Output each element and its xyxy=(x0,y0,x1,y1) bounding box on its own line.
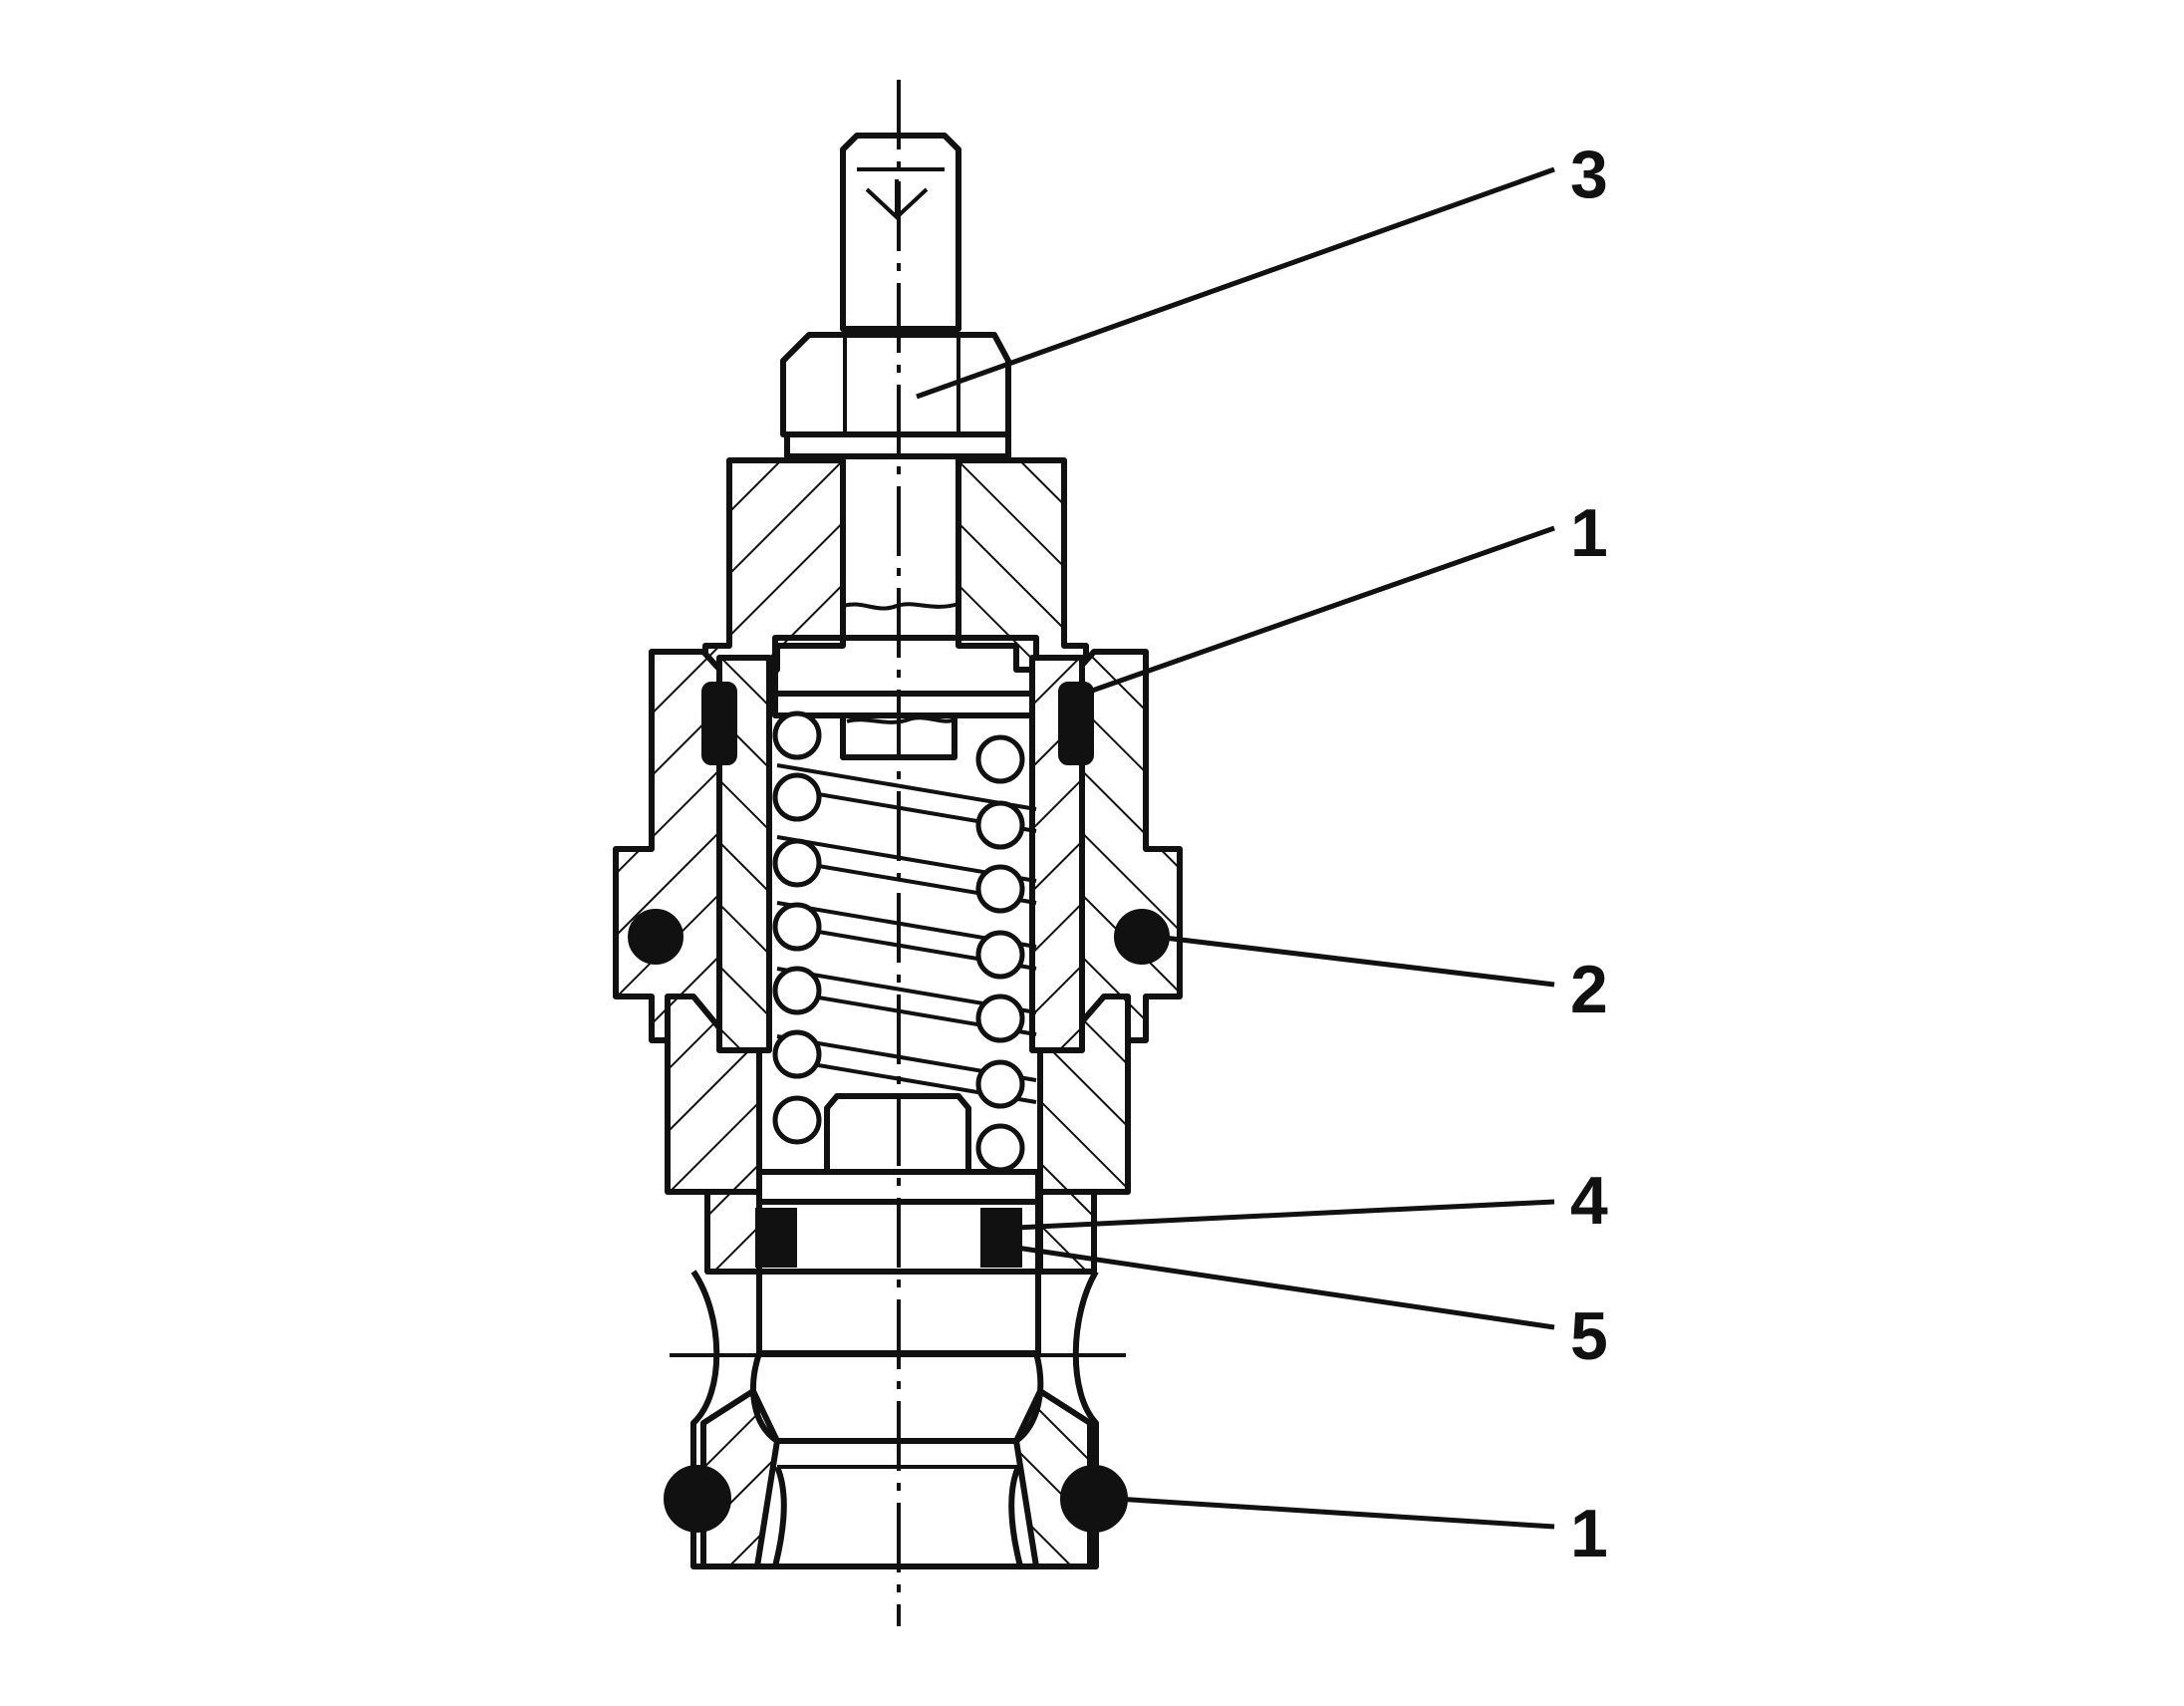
callout-4: 4 xyxy=(1570,1163,1608,1239)
seal-upper-left-icon xyxy=(701,682,737,765)
callout-3: 3 xyxy=(1570,137,1608,212)
callout-labels: 3 1 2 4 5 1 xyxy=(1570,137,1608,1571)
leader-1-upper xyxy=(1077,525,1555,699)
leader-1-lower xyxy=(1115,1496,1555,1530)
callout-1-lower: 1 xyxy=(1570,1496,1608,1571)
callout-5: 5 xyxy=(1570,1298,1608,1374)
leader-2 xyxy=(1155,934,1555,988)
oring-middle-left-icon xyxy=(628,909,683,965)
leader-3 xyxy=(916,166,1555,400)
bonnet xyxy=(702,457,1089,673)
callout-1-upper: 1 xyxy=(1570,495,1608,571)
callout-2: 2 xyxy=(1570,952,1608,1027)
seal-upper-right-icon xyxy=(1058,682,1094,765)
leader-4 xyxy=(1015,1199,1555,1231)
oring-lower-left-icon xyxy=(664,1465,731,1533)
compression-spring xyxy=(772,711,1037,1173)
leader-lines xyxy=(916,166,1555,1530)
lock-nut xyxy=(780,332,1011,459)
leader-5 xyxy=(1015,1245,1555,1330)
